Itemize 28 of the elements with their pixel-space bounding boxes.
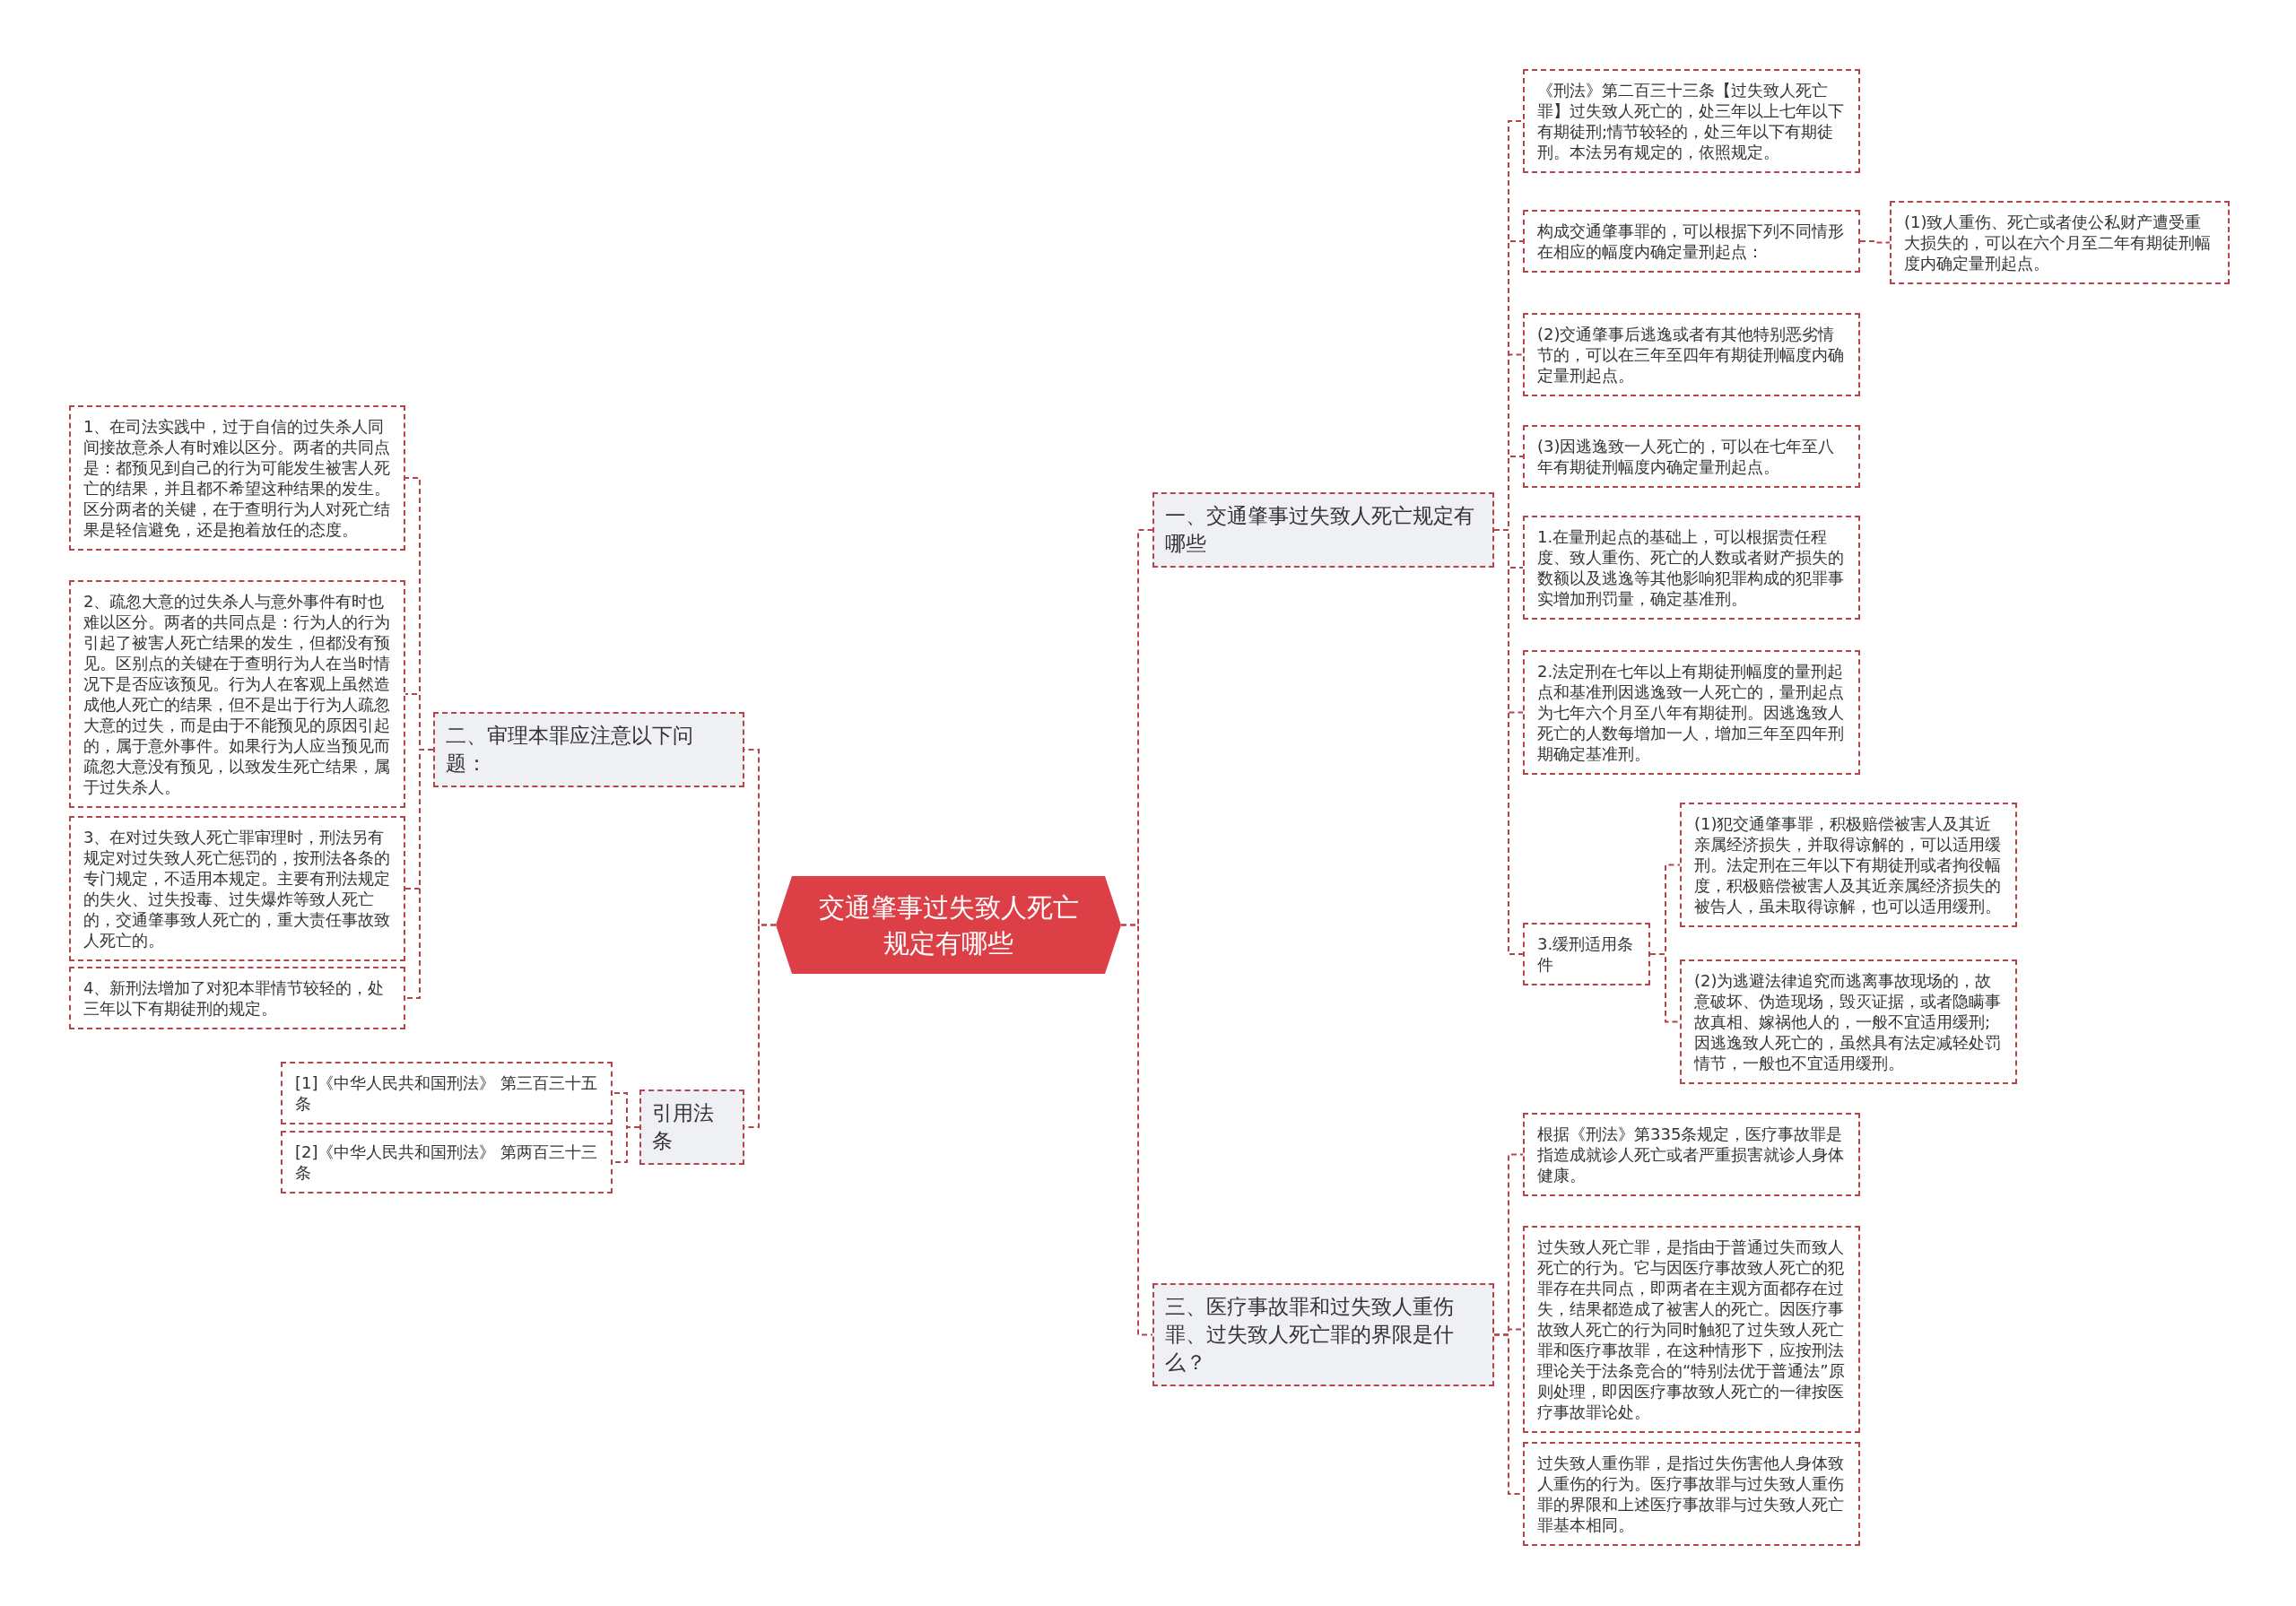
note-box: 1.在量刑起点的基础上，可以根据责任程度、致人重伤、死亡的人数或者财产损失的数额以及逃逸等其他影响犯罪构成的犯罪事实增加刑罚量，确定基准刑。 bbox=[1523, 516, 1860, 620]
note-box: (2)交通肇事后逃逸或者有其他特别恶劣情节的，可以在三年至四年有期徒刑幅度内确定量刑起点。 bbox=[1523, 313, 1860, 396]
note-box: 3.缓刑适用条件 bbox=[1523, 923, 1650, 985]
note-box: 2、疏忽大意的过失杀人与意外事件有时也难以区分。两者的共同点是：行为人的行为引起了被害人死亡结果的发生，但都没有预见。区别点的关键在于查明行为人在当时情况下是否应该预见。行为人在客观上虽然造成他人死亡的结果，但不是出于行为人疏忽大意的过失，而是由于不能预见的原因引起的，属于意外事件。如果行为人应当预见而疏忽大意没有预见，以致发生死亡结果，属于过失杀人。 bbox=[69, 580, 405, 808]
topic-box: 引用法条 bbox=[639, 1089, 744, 1165]
topic-box: 一、交通肇事过失致人死亡规定有哪些 bbox=[1152, 492, 1494, 568]
topic-box: 二、审理本罪应注意以下问题： bbox=[433, 712, 744, 787]
note-box: 过失致人死亡罪，是指由于普通过失而致人死亡的行为。它与因医疗事故致人死亡的犯罪存在共同点，即两者在主观方面都存在过失，结果都造成了被害人的死亡。因医疗事故致人死亡的行为同时触犯了过失致人死亡罪和医疗事故罪，在这种情形下，应按刑法理论关于法条竞合的“特别法优于普通法”原则处理，即因医疗事故致人死亡的一律按医疗事故罪论处。 bbox=[1523, 1226, 1860, 1433]
note-box: 2.法定刑在七年以上有期徒刑幅度的量刑起点和基准刑因逃逸致一人死亡的，量刑起点为七年六个月至八年有期徒刑。因逃逸致人死亡的人数每增加一人，增加三年至四年刑期确定基准刑。 bbox=[1523, 650, 1860, 775]
note-box: 4、新刑法增加了对犯本罪情节较轻的，处三年以下有期徒刑的规定。 bbox=[69, 967, 405, 1029]
note-box: 3、在对过失致人死亡罪审理时，刑法另有规定对过失致人死亡惩罚的，按刑法各条的专门规定，不适用本规定。主要有刑法规定的失火、过失投毒、过失爆炸等致人死亡的，交通肇事致人死亡的，重大责任事故致人死亡的。 bbox=[69, 816, 405, 961]
note-box: (1)犯交通肇事罪，积极赔偿被害人及其近亲属经济损失，并取得谅解的，可以适用缓刑。法定刑在三年以下有期徒刑或者拘役幅度，积极赔偿被害人及其近亲属经济损失的被告人，虽未取得谅解，也可以适用缓刑。 bbox=[1680, 803, 2017, 927]
note-box: [1]《中华人民共和国刑法》 第三百三十五条 bbox=[281, 1062, 613, 1124]
connector-line bbox=[1859, 240, 1891, 244]
connector-line bbox=[404, 749, 434, 999]
note-box: 过失致人重伤罪，是指过失伤害他人身体致人重伤的行为。医疗事故罪与过失致人重伤罪的界限和上述医疗事故罪与过失致人死亡罪基本相同。 bbox=[1523, 1442, 1860, 1546]
connector-line bbox=[1120, 924, 1153, 1336]
topic-box: 三、医疗事故罪和过失致人重伤罪、过失致人死亡罪的界限是什么？ bbox=[1152, 1283, 1494, 1386]
note-box: 《刑法》第二百三十三条【过失致人死亡罪】过失致人死亡的，处三年以上七年以下有期徒刑;情节较轻的，处三年以下有期徒刑。本法另有规定的，依照规定。 bbox=[1523, 69, 1860, 173]
note-box: 1、在司法实践中，过于自信的过失杀人同间接故意杀人有时难以区分。两者的共同点是：都预见到自己的行为可能发生被害人死亡的结果，并且都不希望这种结果的发生。区分两者的关键，在于查明行为人对死亡结果是轻信避免，还是抱着放任的态度。 bbox=[69, 405, 405, 551]
note-box: [2]《中华人民共和国刑法》 第两百三十三条 bbox=[281, 1131, 613, 1194]
connector-line bbox=[1649, 953, 1681, 1023]
central-topic-hexagon: 交通肇事过失致人死亡规定有哪些 bbox=[776, 876, 1121, 974]
note-box: (3)因逃逸致一人死亡的，可以在七年至八年有期徒刑幅度内确定量刑起点。 bbox=[1523, 425, 1860, 488]
note-box: 构成交通肇事罪的，可以根据下列不同情形在相应的幅度内确定量刑起点： bbox=[1523, 210, 1860, 273]
note-box: (1)致人重伤、死亡或者使公私财产遭受重大损失的，可以在六个月至二年有期徒刑幅度内确定量刑起点。 bbox=[1890, 201, 2230, 284]
note-box: 根据《刑法》第335条规定，医疗事故罪是指造成就诊人死亡或者严重损害就诊人身体健康。 bbox=[1523, 1113, 1860, 1196]
note-box: (2)为逃避法律追究而逃离事故现场的，故意破坏、伪造现场，毁灭证据，或者隐瞒事故真相、嫁祸他人的，一般不宜适用缓刑;因逃逸致人死亡的，虽然具有法定减轻处罚情节，一般也不宜适用缓刑。 bbox=[1680, 959, 2017, 1084]
